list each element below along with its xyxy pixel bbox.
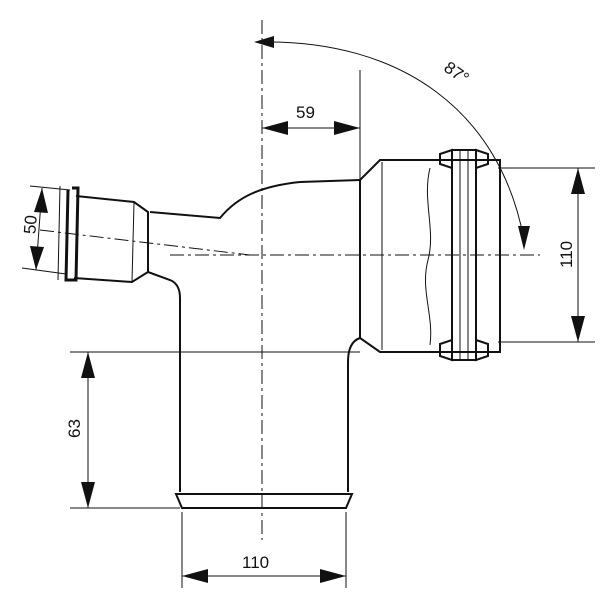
- dimension-59: [262, 121, 360, 135]
- dimension-50: [30, 187, 48, 271]
- branch-50-label: 50: [20, 214, 40, 234]
- angle-label: 87°: [440, 58, 472, 88]
- offset-59-label: 59: [296, 103, 315, 122]
- dimension-63: [81, 352, 95, 508]
- socket-110-label: 110: [557, 241, 576, 268]
- branch-center-line: [39, 229, 251, 256]
- pipe-body: [147, 179, 361, 509]
- spigot-110-label: 110: [242, 553, 269, 572]
- height-63-label: 63: [65, 419, 84, 438]
- dimension-110-socket: [571, 168, 585, 342]
- branch-pipe: [57, 185, 149, 284]
- extension-lines: [21, 70, 595, 588]
- angle-dimension: [254, 36, 530, 250]
- socket: [359, 148, 501, 362]
- dimension-110-bottom: [182, 569, 346, 583]
